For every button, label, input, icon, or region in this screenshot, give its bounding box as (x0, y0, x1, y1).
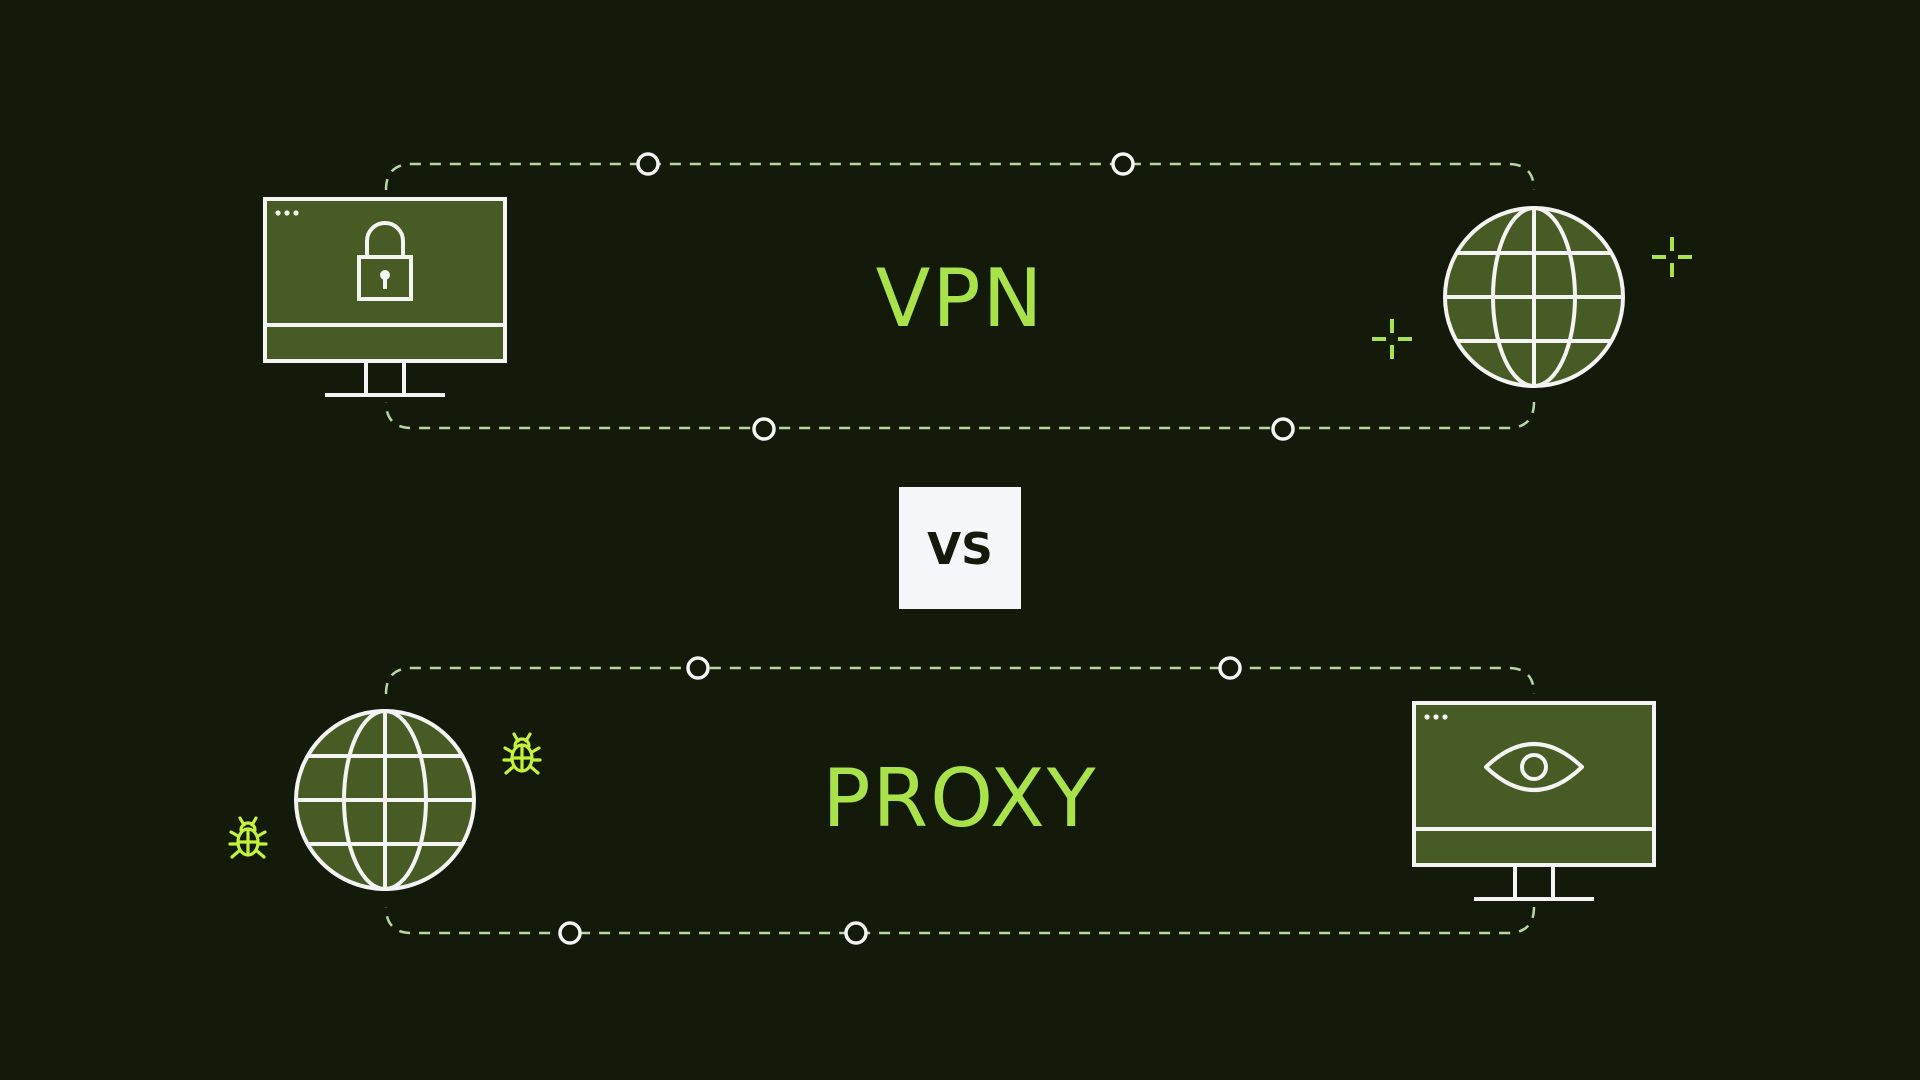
eye-monitor-icon (1412, 701, 1656, 901)
proxy-node-bottom-1 (558, 921, 582, 945)
proxy-tunnel-path (384, 666, 1536, 935)
bug-icon (502, 732, 542, 775)
locked-monitor-icon (263, 197, 507, 397)
vpn-title: VPN (876, 252, 1045, 345)
bug-icon (228, 816, 268, 859)
proxy-node-bottom-2 (844, 921, 868, 945)
proxy-section: PROXY (228, 656, 1656, 945)
vpn-node-top-2 (1111, 152, 1135, 176)
globe-icon (1443, 206, 1625, 388)
sparkle-icon (1650, 235, 1694, 279)
proxy-node-top-2 (1218, 656, 1242, 680)
globe-icon (294, 709, 476, 891)
vpn-node-bottom-2 (1271, 417, 1295, 441)
sparkle-icon (1370, 317, 1414, 361)
vpn-section: VPN (263, 152, 1694, 441)
proxy-node-top-1 (686, 656, 710, 680)
vpn-node-top-1 (636, 152, 660, 176)
vpn-node-bottom-1 (752, 417, 776, 441)
vs-badge: VS (899, 487, 1021, 609)
vpn-tunnel-path (384, 162, 1536, 430)
proxy-title: PROXY (822, 752, 1097, 845)
vs-label: VS (927, 524, 993, 575)
